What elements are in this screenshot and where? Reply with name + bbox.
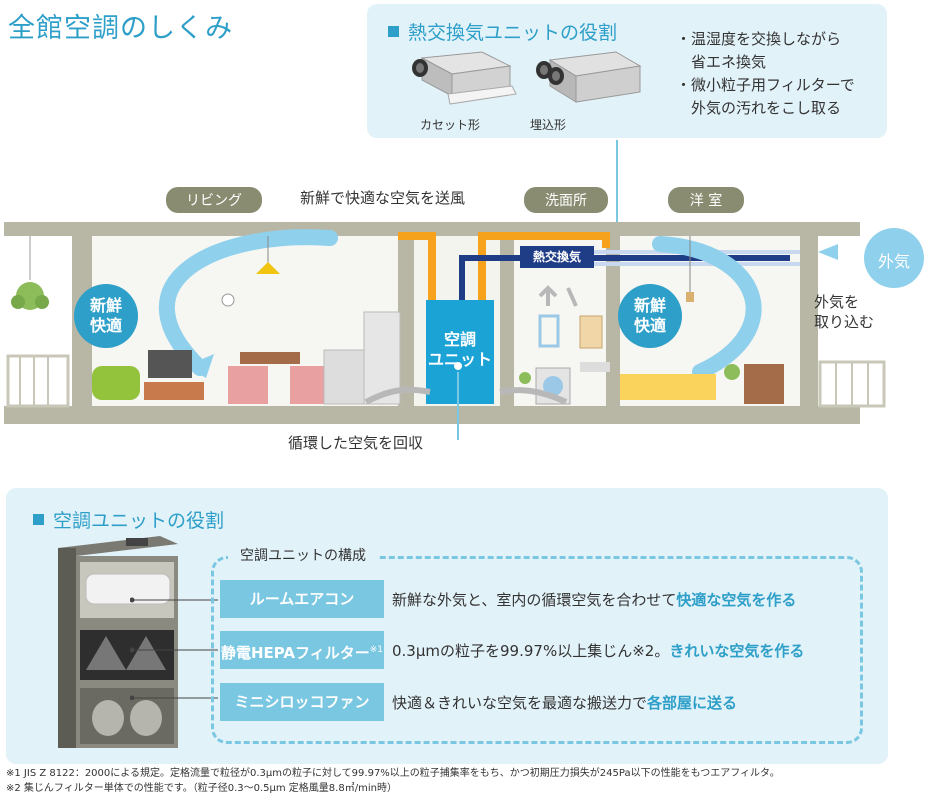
living-furniture [92,236,401,405]
component-desc-filter: 0.3μmの粒子を99.97%以上集じん※2。きれいな空気を作る [392,640,804,661]
air-conditioning-unit [426,300,494,404]
component-highlight: 各部屋に送る [647,694,738,712]
return-arrow-right [499,387,568,405]
component-footnote-mark: ※1 [369,645,383,655]
supply-arrow-left [158,229,338,376]
fresh-label-right: 新鮮 快適 [618,296,682,336]
heat-exchange-point: 外気の汚れをこし取る [676,99,842,117]
hanging-plant-icon [11,236,49,310]
air-unit-cabinet-image [58,536,178,748]
product-caption-embedded: 埋込形 [530,118,567,132]
intake-note-line: 外気を [814,293,860,311]
heat-exchange-points: ・温湿度を交換しながら 省エネ換気 ・微小粒子用フィルターで 外気の汚れをこし取… [676,28,855,120]
square-bullet-icon [388,26,399,37]
unit-role-title: 空調ユニットの役割 [33,506,224,533]
heat-exchanger-label: 熱交換気 [532,250,581,264]
air-unit-label-line: 空調 [443,330,476,349]
component-desc-text: 0.3μmの粒子を99.97%以上集じん※2。 [392,642,670,660]
composition-title: 空調ユニットの構成 [228,545,378,565]
page-title: 全館空調のしくみ [8,13,234,44]
fresh-label-line: 快適 [89,316,122,335]
heat-exchange-products-image [412,51,642,105]
outside-air-circle [864,228,924,288]
heat-exchange-point: ・温湿度を交換しながら [676,30,842,48]
duct-orange-left [398,232,436,300]
floor-slab [4,406,860,424]
component-name: ミニシロッコファン [234,693,370,711]
intake-note: 外気を 取り込む [814,292,874,332]
component-label-filter: 静電HEPAフィルター※1 [220,631,384,669]
bedroom-furniture [620,236,784,404]
fresh-label-line: 新鮮 [89,296,122,315]
room-tag-living: リビング [166,187,262,213]
duct-navy [459,255,520,300]
supply-air-note: 新鮮で快適な空気を送風 [300,189,466,207]
fresh-label-line: 新鮮 [633,296,666,315]
component-name: ルームエアコン [249,590,355,608]
heat-exchanger-box [520,246,594,268]
cassette-unit-image [412,51,517,105]
heat-exchange-point: ・微小粒子用フィルターで [676,76,855,94]
product-caption-cassette: カセット形 [420,118,481,132]
room-tag-washroom: 洗面所 [524,187,608,213]
composition-box [211,556,863,744]
intake-arrow-icon [818,244,838,260]
square-bullet-icon [33,514,44,525]
component-desc-text: 快適＆きれいな空気を最適な搬送力で [392,694,648,712]
intake-note-line: 取り込む [814,313,875,331]
room-tag-western: 洋 室 [668,187,744,213]
component-highlight: きれいな空気を作る [669,642,805,660]
component-name: 静電HEPAフィルター [220,644,370,662]
air-unit-label: 空調 ユニット [426,330,494,370]
component-label-aircon: ルームエアコン [220,580,384,618]
air-unit-label-line: ユニット [427,350,492,369]
fresh-circle-right [618,284,682,348]
component-desc-fan: 快適＆きれいな空気を最適な搬送力で各部屋に送る [392,692,737,713]
footnotes: ※1 JIS Z 8122：2000による規定。定格流量で粒径が0.3μmの粒子… [6,766,780,796]
return-air-note: 循環した空気を回収 [288,434,424,452]
component-desc-aircon: 新鮮な外気と、室内の循環空気を合わせて快適な空気を作る [392,589,796,610]
right-wall [800,236,818,406]
return-arrow-left [364,386,431,405]
heat-exchange-point: 省エネ換気 [676,53,767,71]
fresh-label-left: 新鮮 快適 [74,296,138,336]
duct-orange-right [478,232,610,300]
partition-wall [398,236,414,406]
house-cross-section [4,140,924,440]
leader-lines [130,597,218,700]
fresh-label-line: 快適 [633,316,666,335]
embedded-unit-image [536,51,642,103]
footnote: ※2 集じんフィルター単体での性能です。（粒子径0.3～0.5μm 定格風量8.… [6,783,397,794]
balcony-left [6,354,70,408]
partition-wall [500,236,514,406]
heat-exchange-title: 熱交換気ユニットの役割 [388,18,617,45]
component-desc-text: 新鮮な外気と、室内の循環空気を合わせて [392,591,677,609]
heat-exchange-title-text: 熱交換気ユニットの役割 [408,22,618,44]
supply-arrow-right [652,236,762,380]
unit-role-title-text: 空調ユニットの役割 [53,510,225,532]
ceiling-slab [4,222,860,236]
component-highlight: 快適な空気を作る [676,591,797,609]
outside-air-label: 外気 [877,252,910,271]
footnote: ※1 JIS Z 8122：2000による規定。定格流量で粒径が0.3μmの粒子… [6,768,780,779]
component-label-fan: ミニシロッコファン [220,683,384,721]
fresh-circle-left [74,284,138,348]
